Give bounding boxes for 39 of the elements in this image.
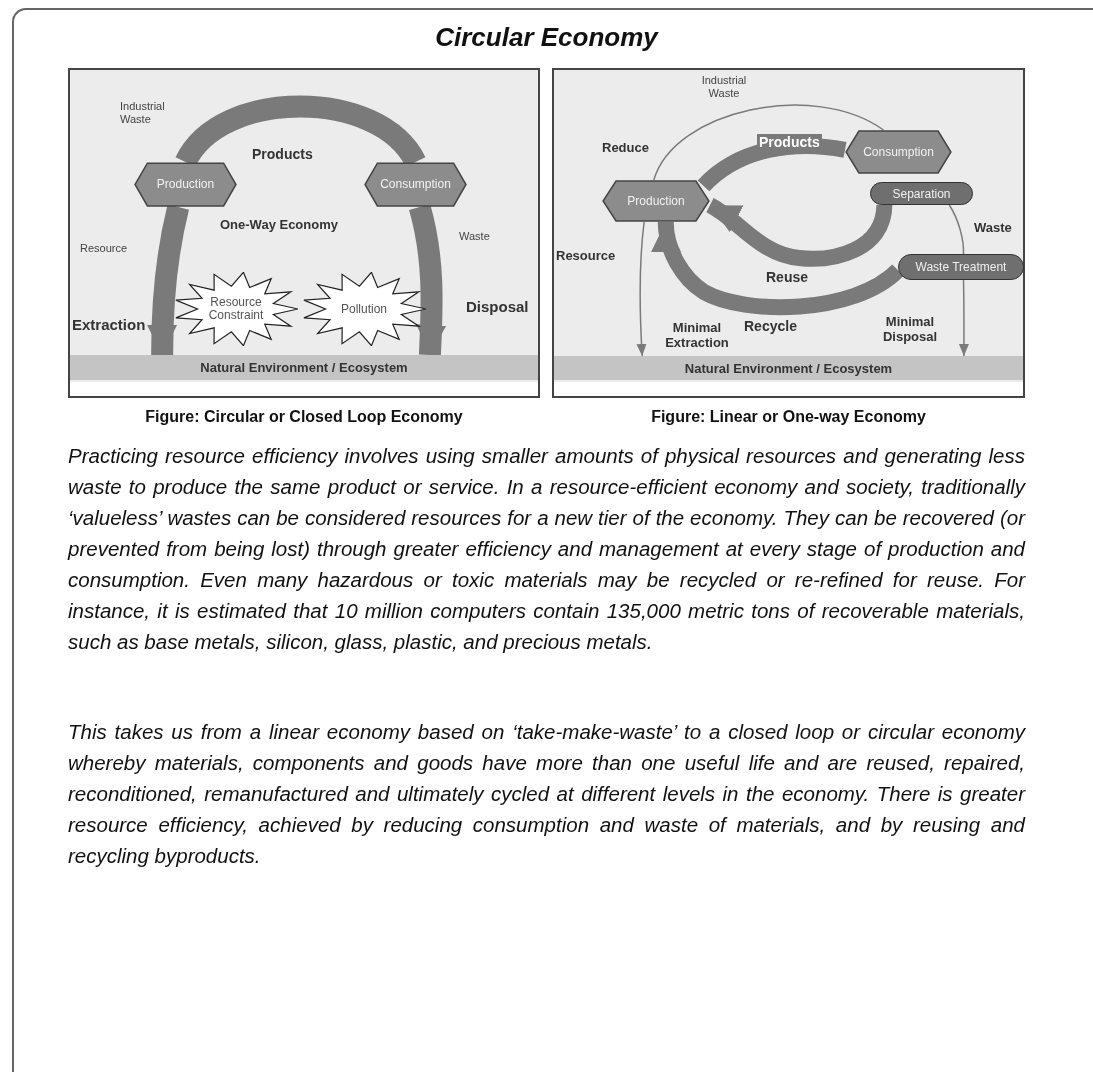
figure-caption: Figure: Circular or Closed Loop Economy — [144, 408, 464, 426]
connector-line — [948, 204, 965, 255]
process-pill: Separation — [870, 182, 973, 205]
process-hexagon: Production — [134, 162, 237, 207]
starburst-shape: Pollution — [302, 272, 426, 346]
diagram-label: Minimal Disposal — [881, 314, 939, 344]
diagram-label: Industrial Waste — [700, 74, 748, 100]
diagram-label: Minimal Extraction — [664, 320, 730, 350]
process-hexagon: Production — [602, 180, 710, 222]
edge-label: Products — [251, 146, 314, 162]
diagram-label: Disposal — [466, 298, 530, 315]
paragraph: This takes us from a linear economy based on ‘take-make-waste’ to a closed loop or circular economy whereby materials, components and goods have more than one useful life and are reused, repaired, reconditioned, remanufactured and ultimately cycled at different levels in the economy. There is greater resource efficiency, achieved by reducing consumption and waste of materials, and by reusing and recycling byproducts. — [68, 719, 1025, 869]
diagram-label: Waste — [459, 230, 491, 243]
connector-line — [653, 104, 885, 181]
process-pill: Waste Treatment — [898, 254, 1024, 280]
process-hexagon: Consumption — [845, 130, 952, 174]
diagram-label: Waste — [974, 220, 1013, 235]
connector-line — [697, 138, 847, 192]
diagram-label: One-Way Economy — [220, 217, 339, 232]
figure-caption: Figure: Linear or One-way Economy — [650, 408, 927, 426]
arrow — [636, 221, 647, 357]
edge-label: Products — [757, 134, 822, 150]
ecosystem-band: Natural Environment / Ecosystem — [70, 355, 538, 380]
starburst-shape: Resource Constraint — [174, 272, 298, 346]
diagram-label: Reduce — [602, 140, 650, 155]
edge-label: Recycle — [743, 318, 798, 334]
process-hexagon: Consumption — [364, 162, 467, 207]
paragraph: Practicing resource efficiency involves using smaller amounts of physical resources and generating less waste to produce the same product or service. In a resource-efficient economy and society, traditionally ‘valueless’ wastes can be considered resources for a new tier of the economy. They can be recovered (or prevented from being lost) through greater efficiency and management at every stage of production and consumption. Even many hazardous or toxic materials may be recycled or re-refined for reuse. For instance, it is estimated that 10 million computers contain 135,000 metric tons of recoverable materials, such as base metals, silicon, glass, plastic, and precious metals. — [68, 443, 1025, 655]
diagram-label: Resource — [80, 242, 129, 255]
arrow — [147, 204, 189, 356]
title: Circular Economy — [434, 22, 660, 53]
diagram-label: Extraction — [72, 316, 147, 333]
arrow — [652, 221, 904, 316]
edge-label: Reuse — [765, 269, 810, 285]
arrow — [958, 279, 969, 357]
diagram-label: Industrial Waste — [120, 100, 166, 126]
arrow — [408, 204, 447, 356]
ecosystem-band: Natural Environment / Ecosystem — [554, 356, 1023, 380]
diagram-label: Resource — [556, 248, 617, 263]
